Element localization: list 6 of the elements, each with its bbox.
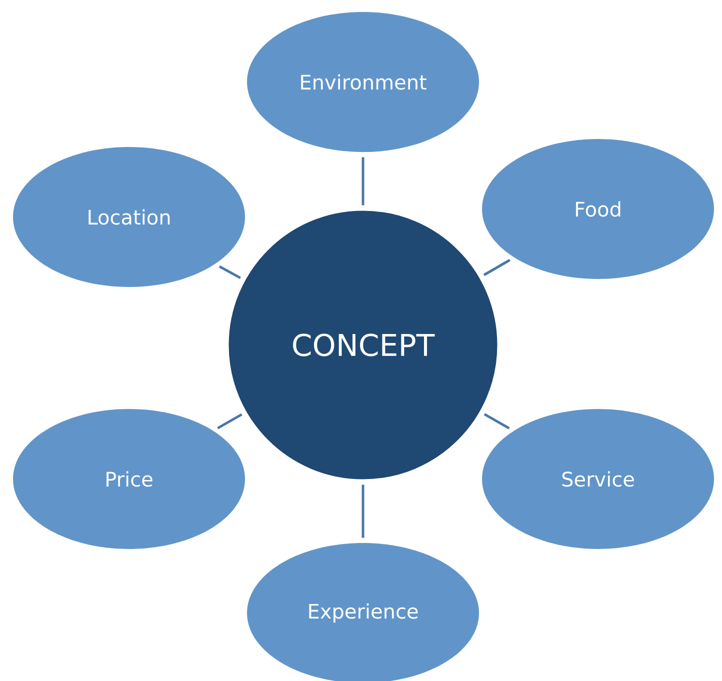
connector-line (217, 413, 242, 430)
connector-line (218, 265, 241, 280)
connector-line (362, 157, 364, 206)
connector-line (362, 484, 364, 538)
connector-line (483, 258, 510, 276)
connector-line (484, 413, 510, 430)
